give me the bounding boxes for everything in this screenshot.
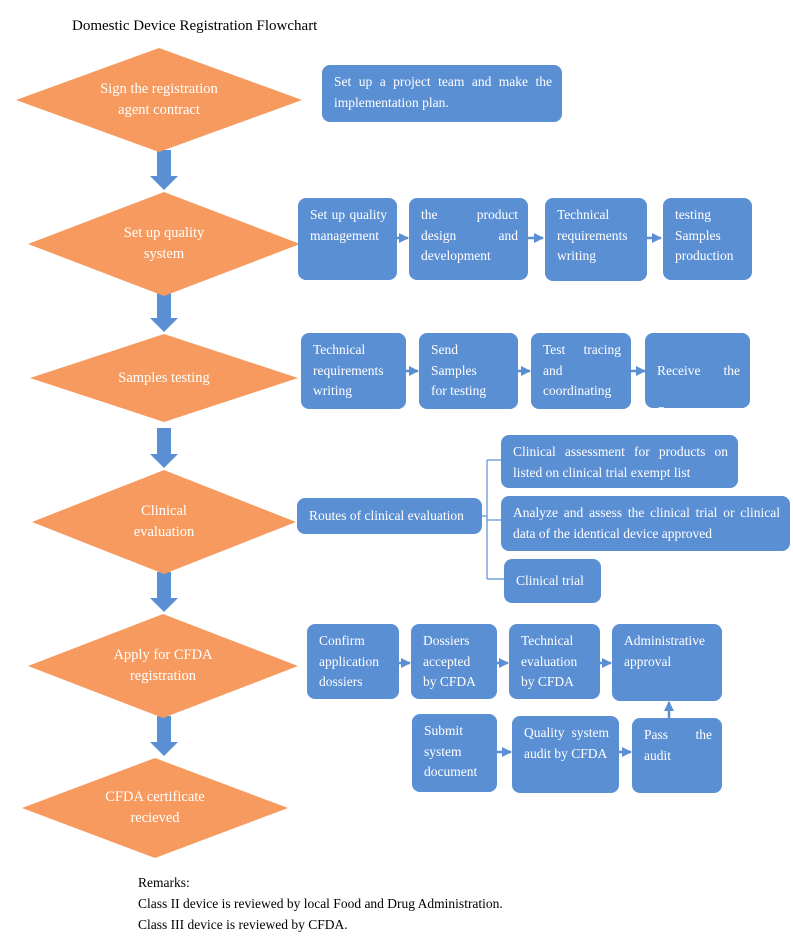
box-pass-audit: Pass the audit [632,718,722,793]
step-label: Apply for CFDA registration [113,647,213,684]
step-label: Sign the registration agent contract [100,81,218,118]
box-confirm-dossiers: Confirm application dossiers [307,624,399,699]
box-test-tracing: Test tracing and coordinating [531,333,631,409]
box-analyze-assess: Analyze and assess the clinical trial or… [501,496,790,551]
box-quality-audit: Quality system audit by CFDA [512,716,619,793]
box-testing-samples: testing Samples production [663,198,752,280]
pass-label: Pass [657,403,683,419]
box-routes-clinical: Routes of clinical evaluation [297,498,482,534]
step-label: CFDA certificate recieved [105,789,205,826]
step-label: Clinical evaluation [133,503,195,540]
down-arrow-2 [150,292,178,332]
box-tech-req-writing: Technical requirements writing [301,333,406,409]
box-receive-pass: Receive the Pass report [645,333,750,419]
receive-label: Receive the [657,362,740,378]
down-arrow-1 [150,150,178,190]
box-clinical-exempt: Clinical assessment for products on list… [501,435,738,488]
step-label: Samples testing [118,369,210,386]
box-submit-system-doc: Submit system document [412,714,497,792]
step-quality-system: Set up quality system [28,192,300,296]
step-sign-contract: Sign the registration agent contract [16,48,302,152]
page-title: Domestic Device Registration Flowchart [72,18,318,34]
remarks-line-2: Class III device is reviewed by CFDA. [138,917,348,932]
down-arrow-5 [150,716,178,756]
remarks-heading: Remarks: [138,875,190,890]
down-arrow-3 [150,428,178,468]
box-dossiers-accepted: Dossiers accepted by CFDA [411,624,497,699]
box-quality-management: Set up quality management [298,198,397,280]
step-samples-testing: Samples testing [30,334,298,422]
box-product-design: the product design and development [409,198,528,280]
box-clinical-trial: Clinical trial [504,559,601,603]
step-clinical-evaluation: Clinical evaluation [32,470,296,574]
step-certificate-received: CFDA certificate recieved [22,758,288,858]
step-label: Set up quality system [123,225,205,262]
step-apply-cfda: Apply for CFDA registration [28,614,298,718]
remarks: Remarks: Class II device is reviewed by … [138,872,503,935]
down-arrow-4 [150,572,178,612]
box-project-plan: Set up a project team and make the imple… [322,65,562,122]
box-administrative-approval: Administrative approval [612,624,722,701]
box-technical-evaluation: Technical evaluation by CFDA [509,624,600,699]
box-technical-requirements: Technical requirements writing [545,198,647,281]
box-send-samples: Send Samples for testing [419,333,518,409]
report-label: report [682,403,719,419]
remarks-line-1: Class II device is reviewed by local Foo… [138,896,503,911]
